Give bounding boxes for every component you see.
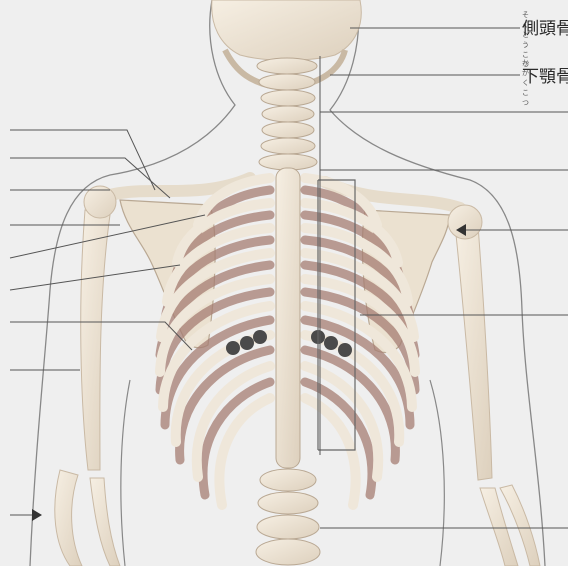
right-arm	[448, 205, 540, 566]
left-arm	[55, 186, 120, 566]
mandible-text: 下顎骨	[522, 68, 568, 86]
temporal-bone-text: 側頭骨	[522, 20, 568, 38]
left-arrow-marker	[32, 509, 42, 521]
cervical-vertebrae	[257, 58, 317, 170]
skull	[212, 0, 362, 60]
